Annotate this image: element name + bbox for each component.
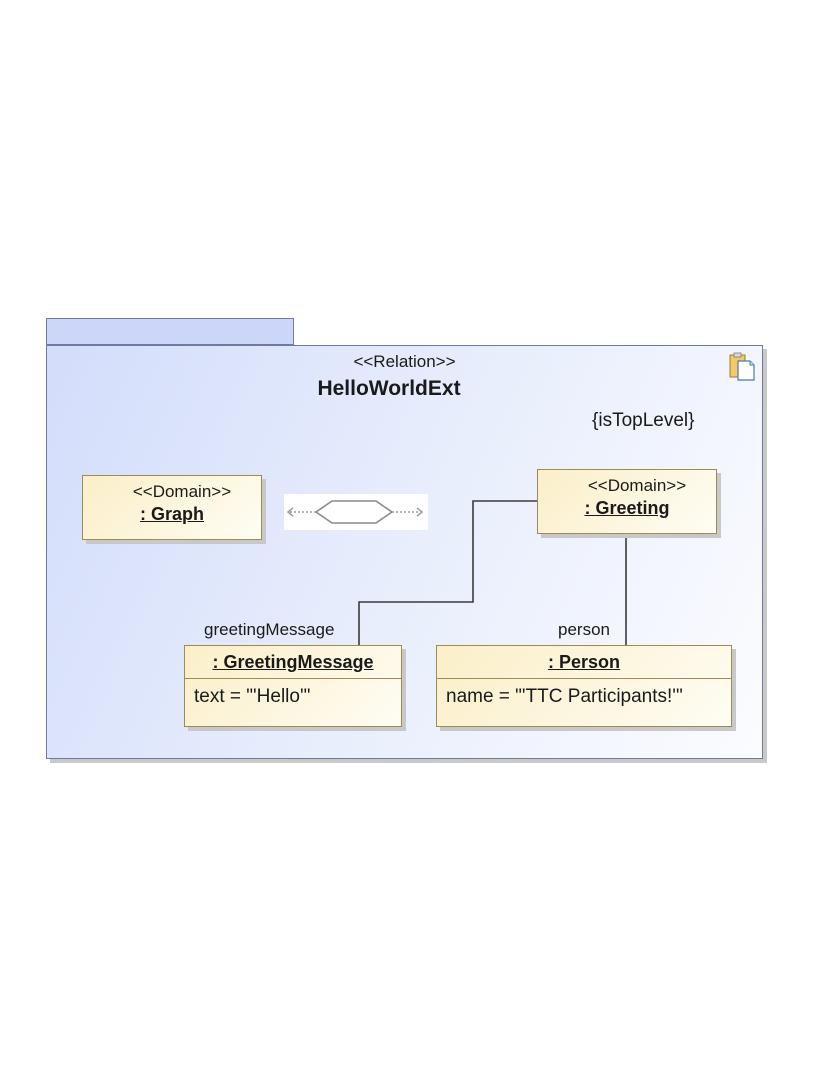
package-stereotype: <<Relation>> [353,352,456,371]
domain-stereotype: <<Domain>> [132,482,232,501]
object-person[interactable]: : Person name = "'TTC Participants!'" [436,645,732,727]
package-diagram-icon [729,352,755,381]
role-label-person: person [558,620,610,639]
transformation-symbol[interactable] [284,494,428,530]
domain-name: : Graph [139,504,204,524]
package-tab [46,318,294,345]
domain-greeting[interactable]: <<Domain>> : Greeting [537,469,717,534]
object-name: : Person [437,646,731,679]
object-attribute: text = "'Hello'" [194,686,311,707]
domain-name: : Greeting [584,498,670,518]
object-name: : GreetingMessage [185,646,401,679]
package-title: HelloWorldExt [317,377,461,400]
hexagon-transformation-icon [286,500,424,524]
domain-graph[interactable]: <<Domain>> : Graph [82,475,262,540]
domain-stereotype: <<Domain>> [587,476,687,495]
object-attribute: name = "'TTC Participants!'" [446,686,683,707]
object-greetingmessage[interactable]: : GreetingMessage text = "'Hello'" [184,645,402,727]
role-label-greetingmessage: greetingMessage [204,620,335,639]
package-constraint: {isTopLevel} [592,410,695,431]
